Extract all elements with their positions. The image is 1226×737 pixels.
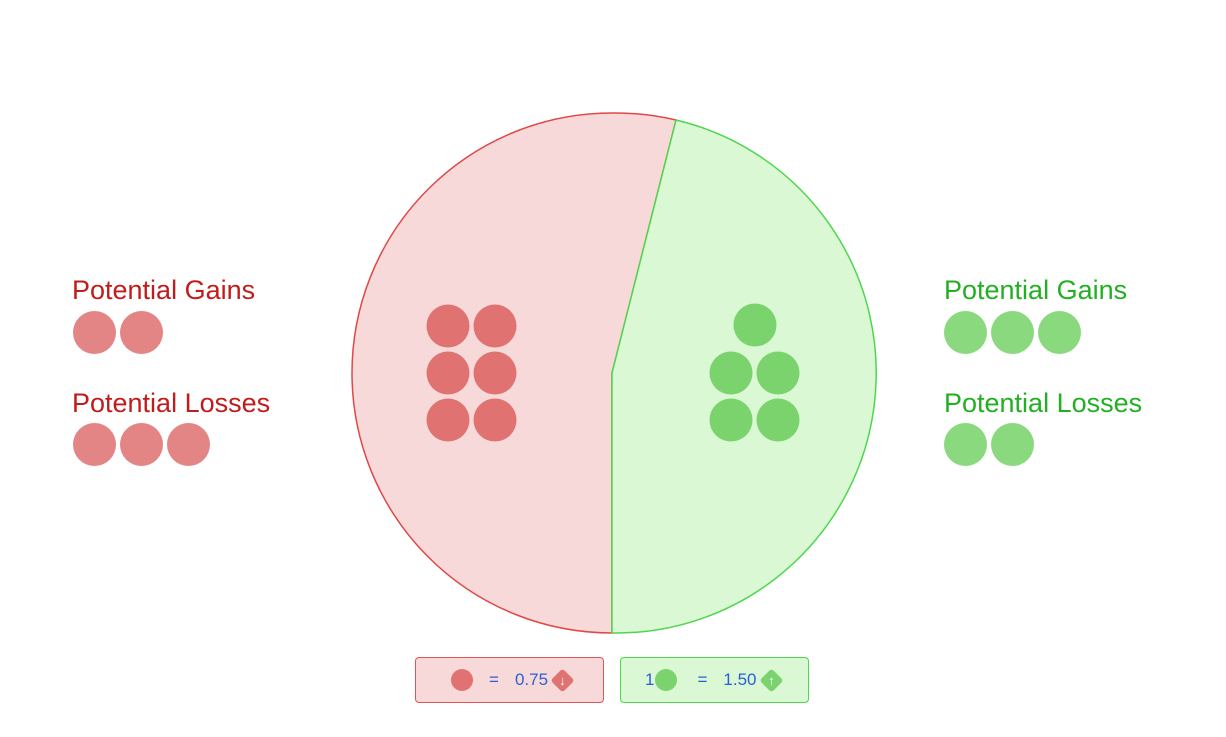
pie-red-token — [426, 398, 470, 442]
left-losses-label: Potential Losses — [72, 388, 271, 418]
pie-red-token — [473, 351, 517, 395]
gain-token — [991, 311, 1034, 354]
loss-token — [73, 423, 116, 466]
legend-green-value: 1.50 — [723, 670, 757, 689]
pie-red-token — [426, 351, 470, 395]
gain-token — [1038, 311, 1081, 354]
gain-token — [120, 311, 163, 354]
legend-green: 1 = 1.50 ↑ — [620, 657, 809, 703]
legend-red-token — [451, 669, 473, 691]
pie-green-token — [733, 303, 777, 347]
green-token-group — [709, 303, 800, 442]
loss-token — [120, 423, 163, 466]
legend-green-equals: = — [697, 670, 708, 689]
right-gains-label: Potential Gains — [944, 275, 1128, 305]
left-losses-tokens — [73, 423, 210, 466]
gain-token — [944, 311, 987, 354]
right-losses-label: Potential Losses — [944, 388, 1143, 418]
legend-green-prefix: 1 — [645, 670, 655, 689]
red-token-group — [426, 304, 517, 442]
legend-red: = 0.75 ↓ — [415, 657, 604, 703]
pie-red-token — [473, 304, 517, 348]
loss-token — [944, 423, 987, 466]
loss-token — [991, 423, 1034, 466]
loss-token — [167, 423, 210, 466]
pie-red-token — [426, 304, 470, 348]
right-gains-tokens — [944, 311, 1081, 354]
arrow-up-icon: ↑ — [758, 667, 784, 693]
pie-red-token — [473, 398, 517, 442]
pie-green-token — [756, 351, 800, 395]
left-gains-tokens — [73, 311, 163, 354]
legend-red-value: 0.75 — [514, 670, 549, 689]
gain-token — [73, 311, 116, 354]
pie-green-token — [709, 398, 753, 442]
left-gains-label: Potential Gains — [72, 275, 256, 305]
pie-green-token — [709, 351, 753, 395]
right-losses-tokens — [944, 423, 1034, 466]
arrow-down-icon: ↓ — [550, 667, 575, 693]
legend-red-equals: = — [489, 670, 499, 689]
legend-green-token — [655, 669, 678, 691]
pie-green-token — [756, 398, 800, 442]
